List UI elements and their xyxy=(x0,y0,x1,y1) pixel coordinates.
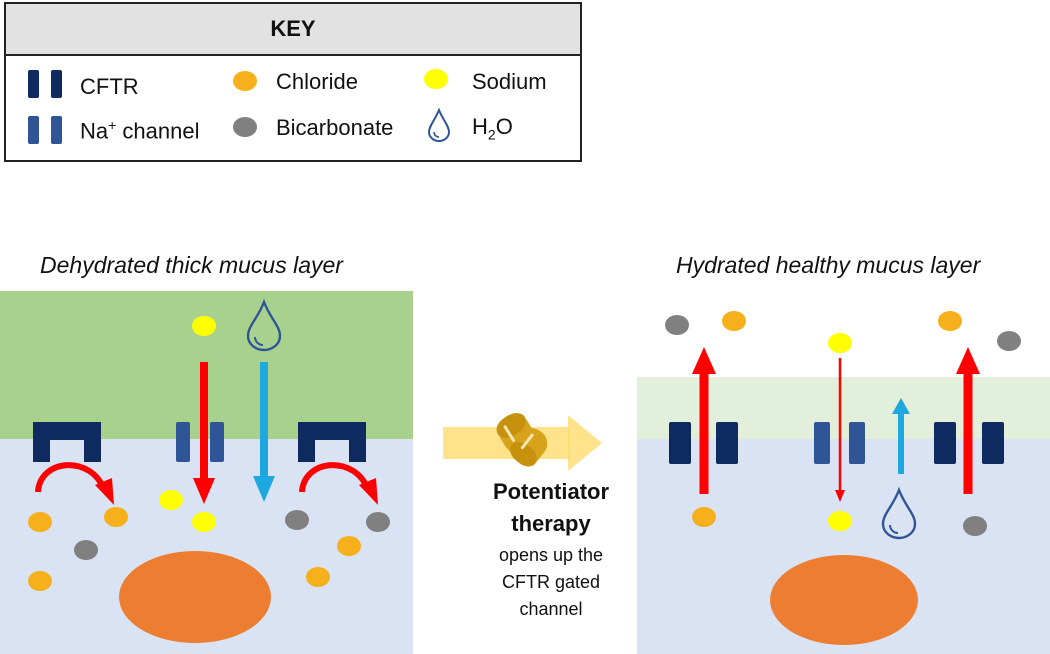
key-title: KEY xyxy=(6,4,580,56)
right-nucleus xyxy=(770,555,918,645)
left-chloride-ion xyxy=(337,536,361,556)
left-recycle-arrow-2 xyxy=(299,462,371,493)
left-bicarbonate-ion xyxy=(285,510,309,530)
left-sodium-ion xyxy=(192,512,216,532)
right-cftr-open-1b xyxy=(716,422,738,464)
right-sodium-ion xyxy=(828,511,852,531)
therapy-desc-line-1: opens up the xyxy=(498,545,604,565)
left-cftr-closed-2 xyxy=(298,422,366,462)
right-bicarbonate-ion xyxy=(665,315,689,335)
left-na-channel-b xyxy=(210,422,224,462)
right-na-channel-a xyxy=(814,422,830,464)
bicarbonate-icon xyxy=(233,117,257,137)
key-chloride-label: Chloride xyxy=(276,69,358,94)
left-cftr-closed-1 xyxy=(33,422,101,462)
right-chloride-ion xyxy=(692,507,716,527)
left-sodium-ion xyxy=(192,316,216,336)
chloride-icon xyxy=(233,71,257,91)
right-chloride-ion xyxy=(722,311,746,331)
left-bicarbonate-ion xyxy=(74,540,98,560)
left-bicarbonate-ion xyxy=(366,512,390,532)
right-bicarbonate-ion xyxy=(963,516,987,536)
key-sodium-label: Sodium xyxy=(472,69,547,94)
therapy-title-line-2: therapy xyxy=(511,511,591,536)
left-sodium-ion xyxy=(159,490,183,510)
right-bicarbonate-ion xyxy=(997,331,1021,351)
key-bicarbonate-label: Bicarbonate xyxy=(276,115,394,140)
left-chloride-ion xyxy=(306,567,330,587)
left-water-drop-icon xyxy=(246,298,282,352)
potentiator-therapy-arrow xyxy=(443,413,602,471)
right-sodium-ion xyxy=(828,333,852,353)
key-cftr-label: CFTR xyxy=(80,74,139,99)
left-chloride-ion xyxy=(28,512,52,532)
left-nucleus xyxy=(119,551,271,643)
therapy-desc-line-3: channel xyxy=(519,599,583,619)
sodium-icon xyxy=(424,69,448,89)
key-legend: KEY CFTR Na+ channel Chloride Bicarbonat… xyxy=(4,2,582,162)
left-na-channel-a xyxy=(176,422,190,462)
left-chloride-ion xyxy=(28,571,52,591)
left-panel xyxy=(0,291,413,654)
right-cftr-open-1a xyxy=(669,422,691,464)
right-cftr-open-2b xyxy=(982,422,1004,464)
water-drop-icon xyxy=(427,108,451,142)
right-panel xyxy=(637,311,1050,654)
left-recycle-arrow-1 xyxy=(35,462,107,493)
right-na-channel-b xyxy=(849,422,865,464)
right-water-drop-icon xyxy=(881,486,917,540)
therapy-title: Potentiator therapy xyxy=(440,476,662,540)
right-panel-title: Hydrated healthy mucus layer xyxy=(676,252,981,278)
therapy-title-line-1: Potentiator xyxy=(492,479,610,504)
key-na-channel-label: Na+ channel xyxy=(80,117,200,144)
therapy-desc-line-2: CFTR gated xyxy=(501,572,601,592)
left-chloride-ion xyxy=(104,507,128,527)
na-channel-icon xyxy=(28,116,62,144)
capsule-icon xyxy=(496,413,548,467)
key-water-label: H2O xyxy=(472,114,513,143)
cftr-icon xyxy=(28,70,62,98)
therapy-description: opens up the CFTR gated channel xyxy=(440,542,662,623)
right-cftr-open-2a xyxy=(934,422,956,464)
right-chloride-ion xyxy=(938,311,962,331)
left-panel-title: Dehydrated thick mucus layer xyxy=(40,252,343,278)
